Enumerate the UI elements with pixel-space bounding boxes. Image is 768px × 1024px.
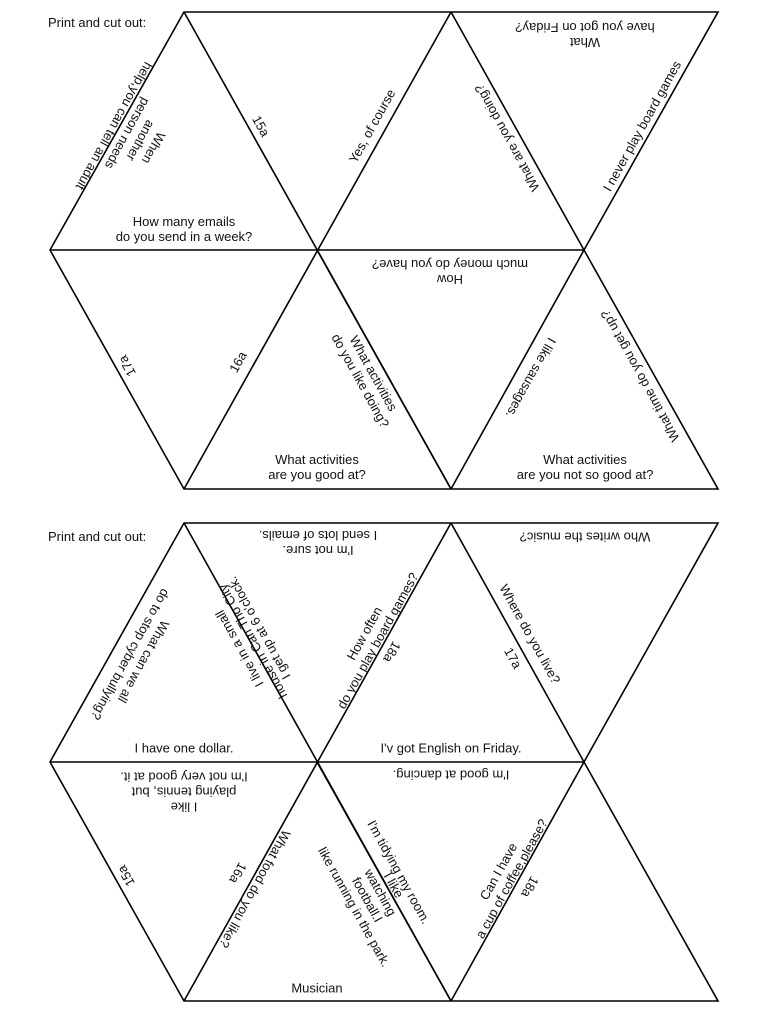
- sheet1-header: Print and cut out:: [48, 15, 147, 30]
- sheet2-header: Print and cut out:: [48, 529, 147, 544]
